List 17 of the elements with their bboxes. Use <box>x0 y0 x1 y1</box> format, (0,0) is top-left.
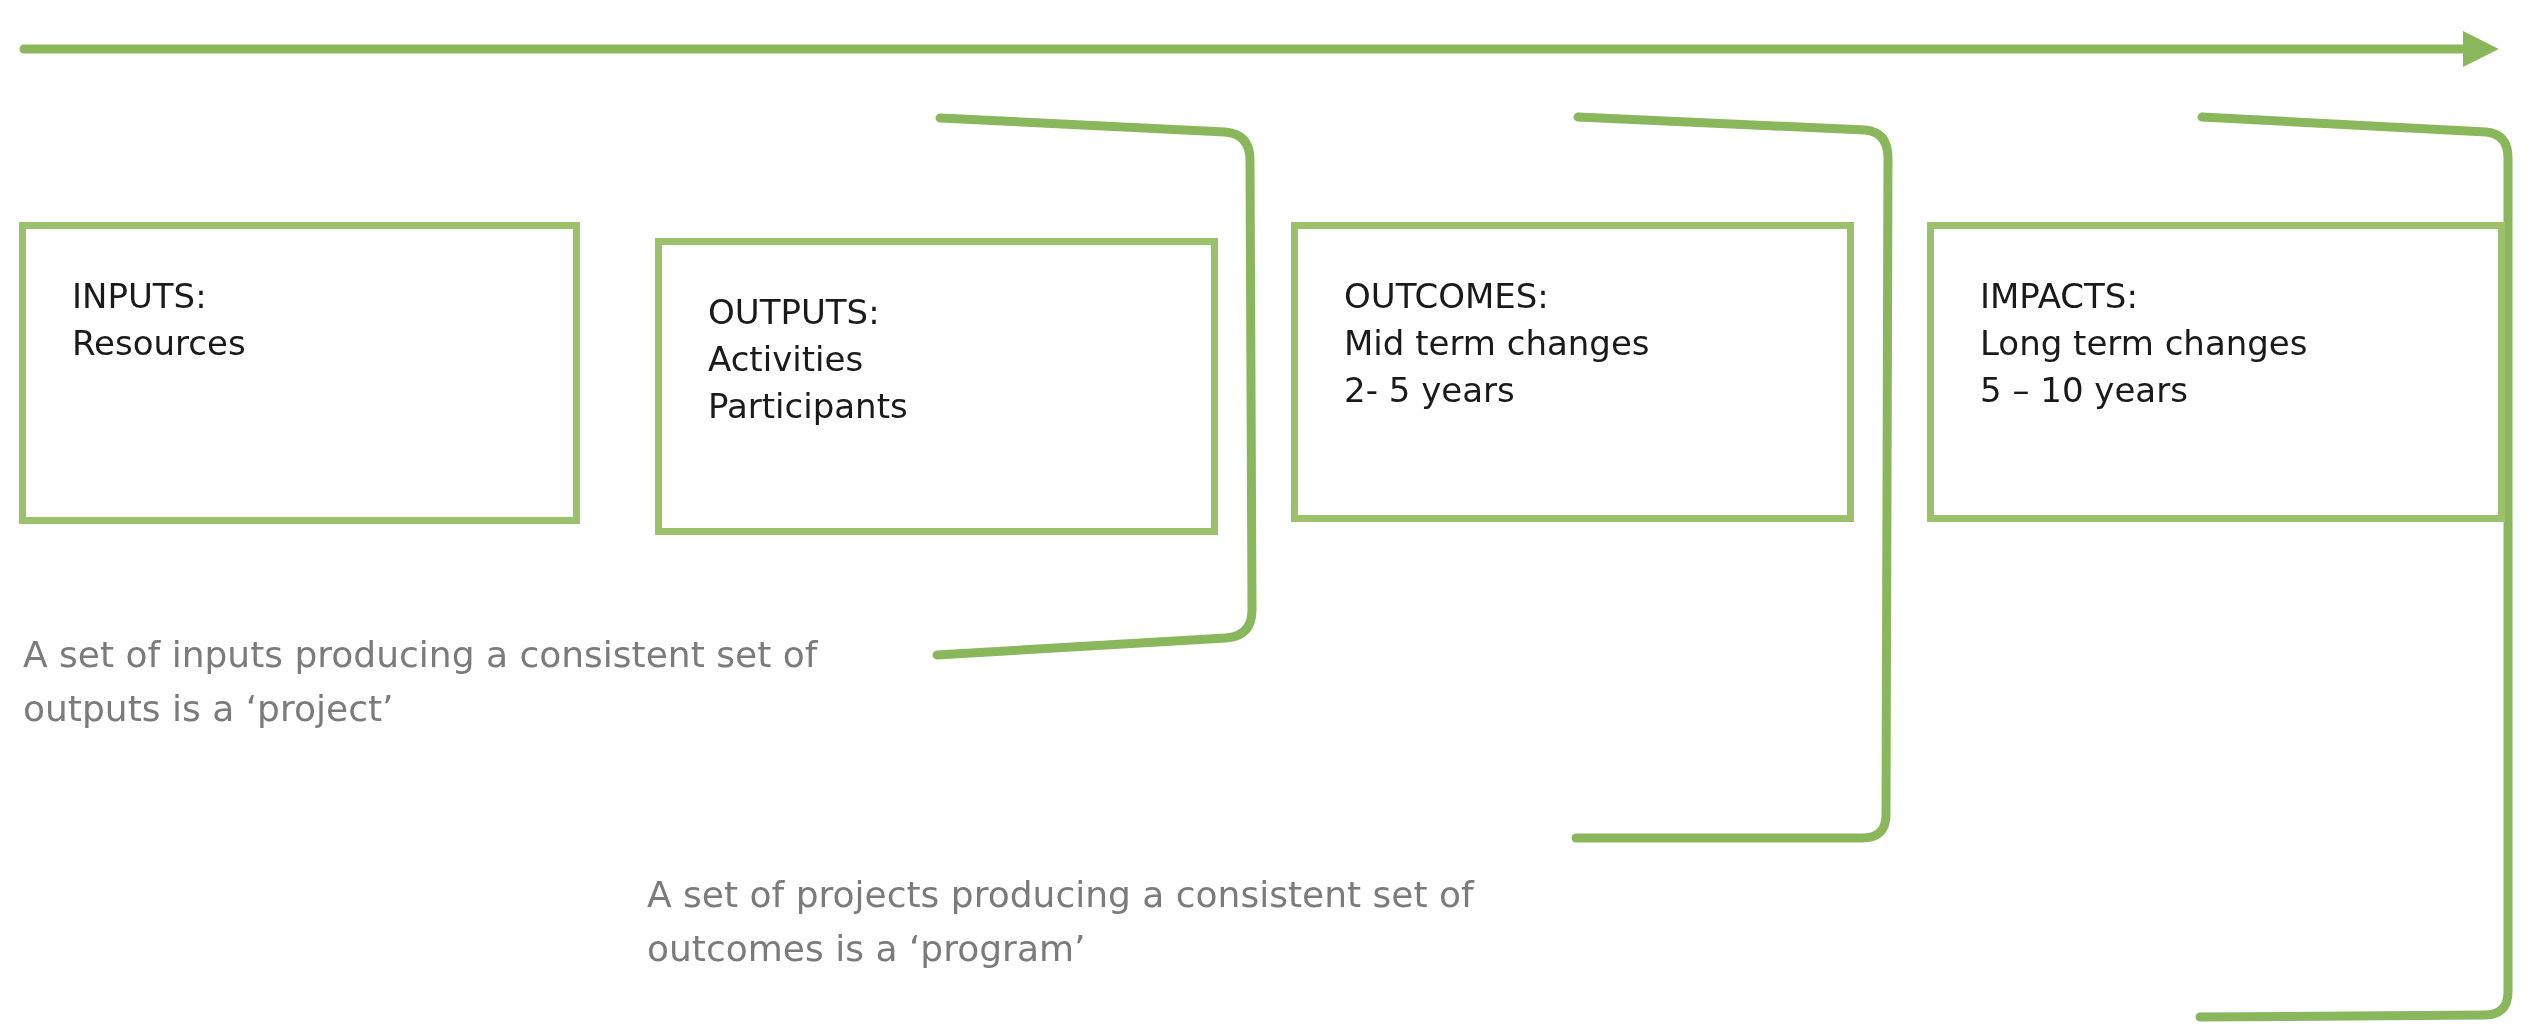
stage-text: Participants <box>708 384 909 428</box>
stage-heading: INPUTS: <box>72 275 208 318</box>
stage-heading: IMPACTS: <box>1980 275 2139 318</box>
stage-text: Long term changes <box>1980 321 2309 365</box>
note-text: A set of projects producing a consistent set of outcomes is a ‘program’ <box>647 873 1476 971</box>
note-text: A set of inputs producing a consistent set of outputs is a ‘project’ <box>23 633 819 731</box>
stage-text: Activities <box>708 337 865 381</box>
stage-text: Mid term changes <box>1344 321 1651 365</box>
stage-heading: OUTCOMES: <box>1344 275 1550 318</box>
stage-text: 2- 5 years <box>1344 368 1516 412</box>
stage-box <box>1291 222 1854 522</box>
stage-text: 5 – 10 years <box>1980 368 2189 412</box>
stage-box <box>1927 222 2505 522</box>
stage-text: Resources <box>72 321 247 365</box>
stage-box <box>19 222 580 524</box>
stage-box <box>655 238 1218 535</box>
stage-heading: OUTPUTS: <box>708 291 881 334</box>
